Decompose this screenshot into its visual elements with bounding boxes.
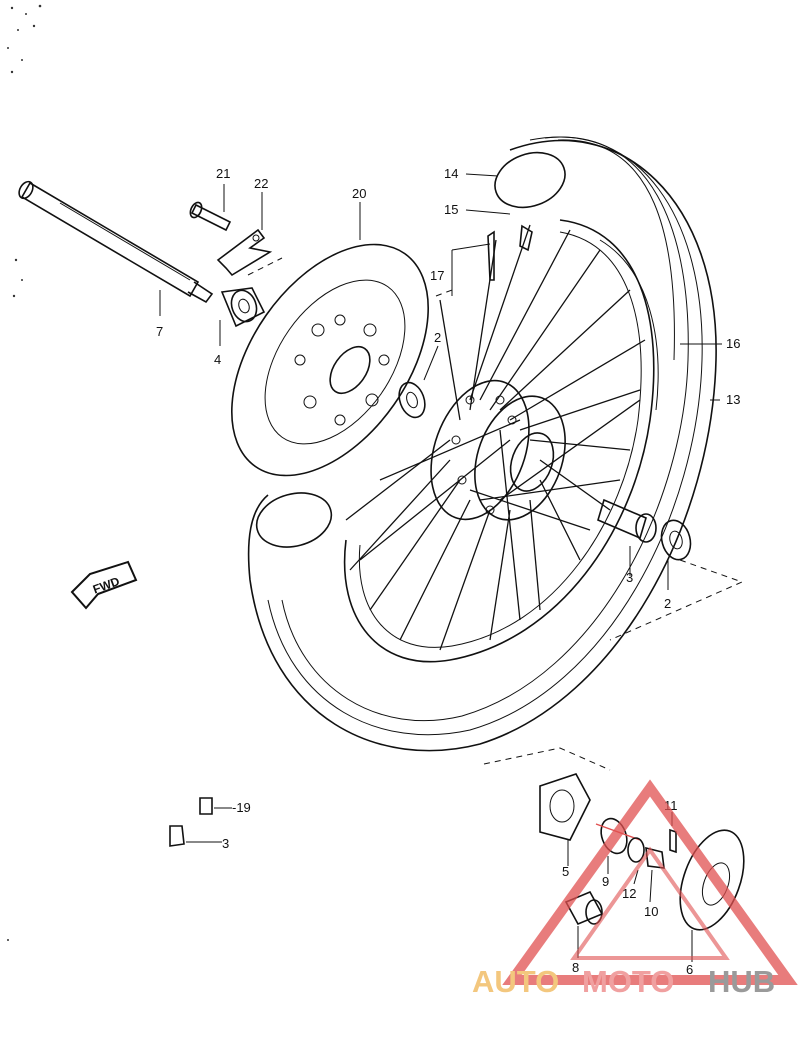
right-spacer [597, 498, 657, 543]
part-label-7: 7 [156, 324, 163, 339]
watermark-triangle-icon [502, 779, 798, 985]
part-label-19: -19 [232, 800, 251, 815]
watermark-hub: HUB [708, 964, 775, 999]
axle [18, 180, 214, 304]
part-label-15: 15 [444, 202, 458, 217]
part-label-5: 5 [562, 864, 569, 879]
pin [669, 828, 677, 854]
part-label-4: 4 [214, 352, 221, 367]
part-label-22: 22 [254, 176, 268, 191]
part-label-17: 17 [430, 268, 444, 283]
bearing-upper [398, 381, 426, 419]
part-label-2-lower: 2 [664, 596, 671, 611]
direction-arrow: FWD [70, 560, 138, 610]
part-label-12: 12 [622, 886, 636, 901]
part-label-14: 14 [444, 166, 458, 181]
direction-arrow-icon [70, 560, 138, 610]
lock-plate [216, 228, 273, 277]
watermark-moto: MOTO [582, 964, 674, 999]
rim [343, 219, 659, 663]
clip-3 [169, 825, 222, 847]
leader-lines [159, 173, 722, 962]
part-label-9: 9 [602, 874, 609, 889]
spacer [220, 287, 266, 328]
part-label-6: 6 [686, 962, 693, 977]
part-label-3-lower: 3 [222, 836, 229, 851]
part-label-2-upper: 2 [434, 330, 441, 345]
part-label-16: 16 [726, 336, 740, 351]
scan-noise [7, 4, 42, 941]
watermark: AUTO MOTO HUB [472, 779, 798, 999]
sleeve [564, 890, 604, 926]
tire [247, 136, 717, 752]
washer [627, 837, 645, 863]
bolt [189, 201, 232, 232]
brake-disc [231, 243, 429, 477]
spokes [345, 224, 646, 651]
watermark-auto: AUTO [472, 964, 559, 999]
assembly-line [247, 257, 283, 276]
brake-shoe [539, 773, 591, 841]
valve-cap [487, 224, 533, 281]
bearing-lower [660, 519, 692, 561]
clip-19 [199, 797, 232, 815]
part-label-8: 8 [572, 960, 579, 975]
watermark-inner-triangle-icon [570, 846, 730, 960]
part-label-20: 20 [352, 186, 366, 201]
assembly-line [483, 747, 611, 771]
part-labels: 21 22 20 14 15 17 7 4 2 16 13 3 2 -19 3 … [156, 166, 740, 977]
part-label-3-upper: 3 [626, 570, 633, 585]
part-label-10: 10 [644, 904, 658, 919]
part-label-13: 13 [726, 392, 740, 407]
part-label-21: 21 [216, 166, 230, 181]
assembly-line [435, 289, 453, 297]
direction-arrow-label: FWD [91, 574, 122, 597]
